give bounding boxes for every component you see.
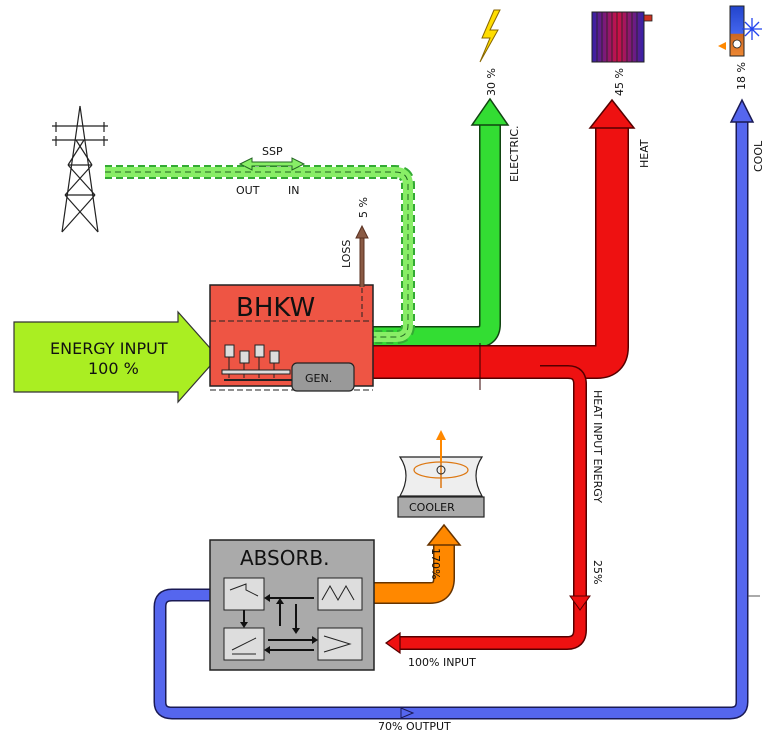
ssp-out-label: OUT	[236, 184, 260, 197]
bhkw-title: BHKW	[236, 293, 315, 323]
cooler-box	[397, 496, 485, 518]
cooler-arrow-head	[426, 523, 462, 546]
generator-box	[291, 362, 355, 392]
heat-input-energy-label: HEAT INPUT ENERGY	[591, 390, 604, 503]
loss-label: LOSS	[340, 240, 353, 268]
heat-percent: 45 %	[613, 68, 626, 96]
input-100-label: 100% INPUT	[408, 656, 476, 669]
ssp-label: SSP	[262, 145, 283, 158]
cooler-percent: 170%	[429, 548, 442, 579]
electric-label: ELECTRIC.	[508, 126, 521, 183]
cool-label: COOL	[752, 140, 762, 172]
fan-icon	[436, 430, 446, 440]
ssp-in-label: IN	[288, 184, 299, 197]
heat-input-arrow-head	[384, 631, 401, 655]
electric-arrow-head	[470, 97, 510, 126]
generator-label: GEN.	[305, 372, 332, 385]
loss-arrow-head	[355, 224, 369, 239]
absorber-title: ABSORB.	[240, 546, 329, 570]
cool-percent: 18 %	[735, 62, 748, 90]
power-pylon-icon	[52, 105, 108, 233]
heat-arrow-head	[588, 98, 636, 129]
energy-input-percent: 100 %	[88, 359, 139, 378]
energy-input-label: ENERGY INPUT	[50, 339, 168, 358]
loss-percent: 5 %	[357, 197, 370, 218]
ssp-double-arrow	[238, 157, 306, 171]
electric-flow-path	[372, 125, 501, 348]
cool-arrow-head	[729, 98, 755, 123]
lightning-bolt-icon	[479, 9, 501, 63]
heat-label: HEAT	[638, 139, 651, 168]
heat-input-chevron	[569, 595, 591, 611]
cool-output-chevron	[400, 707, 415, 719]
engine-icon	[221, 344, 292, 381]
output-70-label: 70% OUTPUT	[378, 720, 451, 733]
absorber-hx-top-left	[223, 577, 265, 611]
energy-input-arrow	[13, 310, 219, 404]
absorber-hx-top-right	[317, 577, 363, 611]
absorber-hx-bottom-right	[317, 627, 363, 661]
cooling-tower	[397, 430, 485, 518]
snowflake-chiller-icon	[718, 5, 762, 57]
cooler-label: COOLER	[409, 501, 455, 514]
radiator-icon	[591, 11, 653, 63]
electric-percent: 30 %	[485, 68, 498, 96]
heat-input-percent: 25%	[591, 560, 604, 584]
